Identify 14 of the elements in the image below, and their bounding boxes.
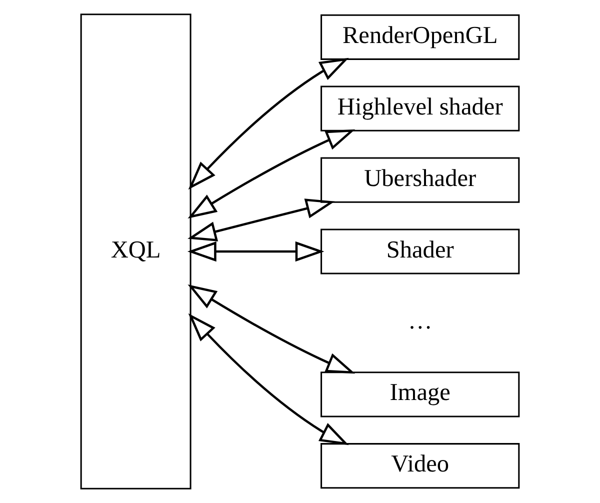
arrow [188,58,349,190]
node-box: Video [320,443,520,489]
arrow [188,129,356,218]
node-box: Shader [320,228,520,274]
node-box: Ubershader [320,157,520,203]
node-box: RenderOpenGL [320,14,520,60]
arrow [187,241,324,262]
node-box: Highlevel shader [320,86,520,132]
node-box: Image [320,372,520,418]
arrow [188,313,349,446]
label: … [408,308,432,335]
arrow [188,198,335,242]
node-box: XQL [80,14,192,490]
arrow [188,284,356,374]
